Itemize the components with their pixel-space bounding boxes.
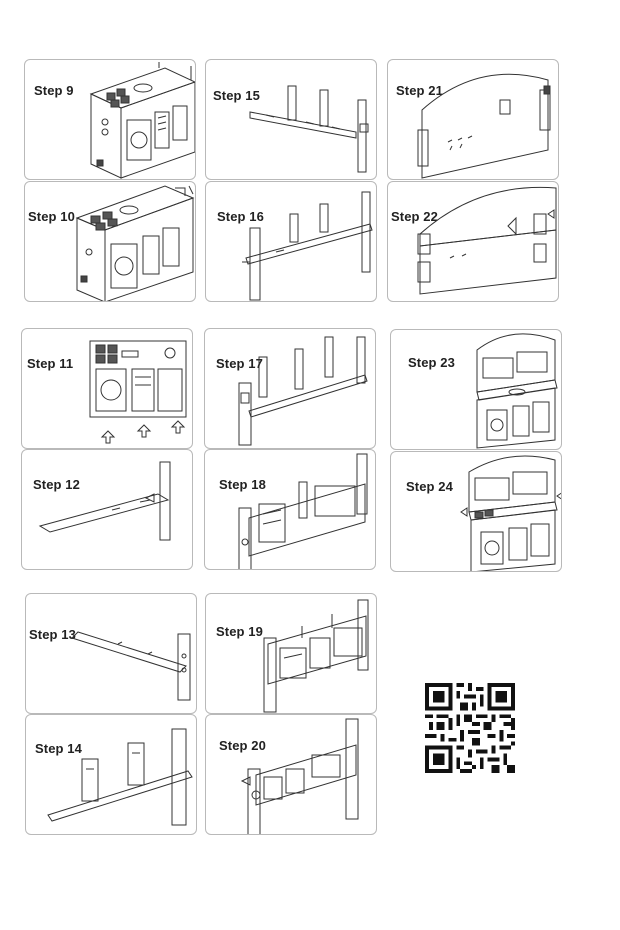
step-17-panel: Step 17 <box>204 328 376 449</box>
step-20-label: Step 20 <box>219 738 266 753</box>
qr-code-image <box>425 683 515 773</box>
step-12-shelf-illustration <box>22 450 193 570</box>
step-22-top-panel-illustration <box>388 182 559 302</box>
step-24-kitchen-illustration <box>391 452 562 572</box>
step-9-kitchen-base-illustration <box>25 60 196 180</box>
step-16-panel: Step 16 <box>205 181 377 302</box>
step-19-shelf-illustration <box>206 594 377 714</box>
step-15-label: Step 15 <box>213 88 260 103</box>
step-10-panel: Step 10 <box>24 181 196 302</box>
step-16-shelf-illustration <box>206 182 377 302</box>
step-23-label: Step 23 <box>408 355 455 370</box>
step-19-label: Step 19 <box>216 624 263 639</box>
step-21-top-panel-illustration <box>388 60 559 180</box>
step-21-label: Step 21 <box>396 83 443 98</box>
step-17-label: Step 17 <box>216 356 263 371</box>
step-17-shelf-illustration <box>205 329 376 449</box>
step-14-label: Step 14 <box>35 741 82 756</box>
step-11-panel: Step 11 <box>21 328 193 449</box>
step-11-kitchen-base-illustration <box>22 329 193 449</box>
step-20-shelf-illustration <box>206 715 377 835</box>
step-18-label: Step 18 <box>219 477 266 492</box>
step-23-panel: Step 23 <box>390 329 562 450</box>
step-13-label: Step 13 <box>29 627 76 642</box>
step-23-kitchen-illustration <box>391 330 562 450</box>
step-21-panel: Step 21 <box>387 59 559 180</box>
step-22-panel: Step 22 <box>387 181 559 302</box>
step-13-panel: Step 13 <box>25 593 197 714</box>
step-12-panel: Step 12 <box>21 449 193 570</box>
step-18-panel: Step 18 <box>204 449 376 570</box>
step-14-panel: Step 14 <box>25 714 197 835</box>
step-10-kitchen-base-illustration <box>25 182 196 302</box>
step-22-label: Step 22 <box>391 209 438 224</box>
step-18-shelf-illustration <box>205 450 376 570</box>
step-24-label: Step 24 <box>406 479 453 494</box>
step-15-panel: Step 15 <box>205 59 377 180</box>
step-9-label: Step 9 <box>34 83 74 98</box>
step-10-label: Step 10 <box>28 209 75 224</box>
step-14-shelf-illustration <box>26 715 197 835</box>
step-15-shelf-illustration <box>206 60 377 180</box>
step-19-panel: Step 19 <box>205 593 377 714</box>
step-13-shelf-illustration <box>26 594 197 714</box>
step-9-panel: Step 9 <box>24 59 196 180</box>
step-16-label: Step 16 <box>217 209 264 224</box>
step-20-panel: Step 20 <box>205 714 377 835</box>
step-12-label: Step 12 <box>33 477 80 492</box>
step-11-label: Step 11 <box>27 356 74 371</box>
step-24-panel: Step 24 <box>390 451 562 572</box>
